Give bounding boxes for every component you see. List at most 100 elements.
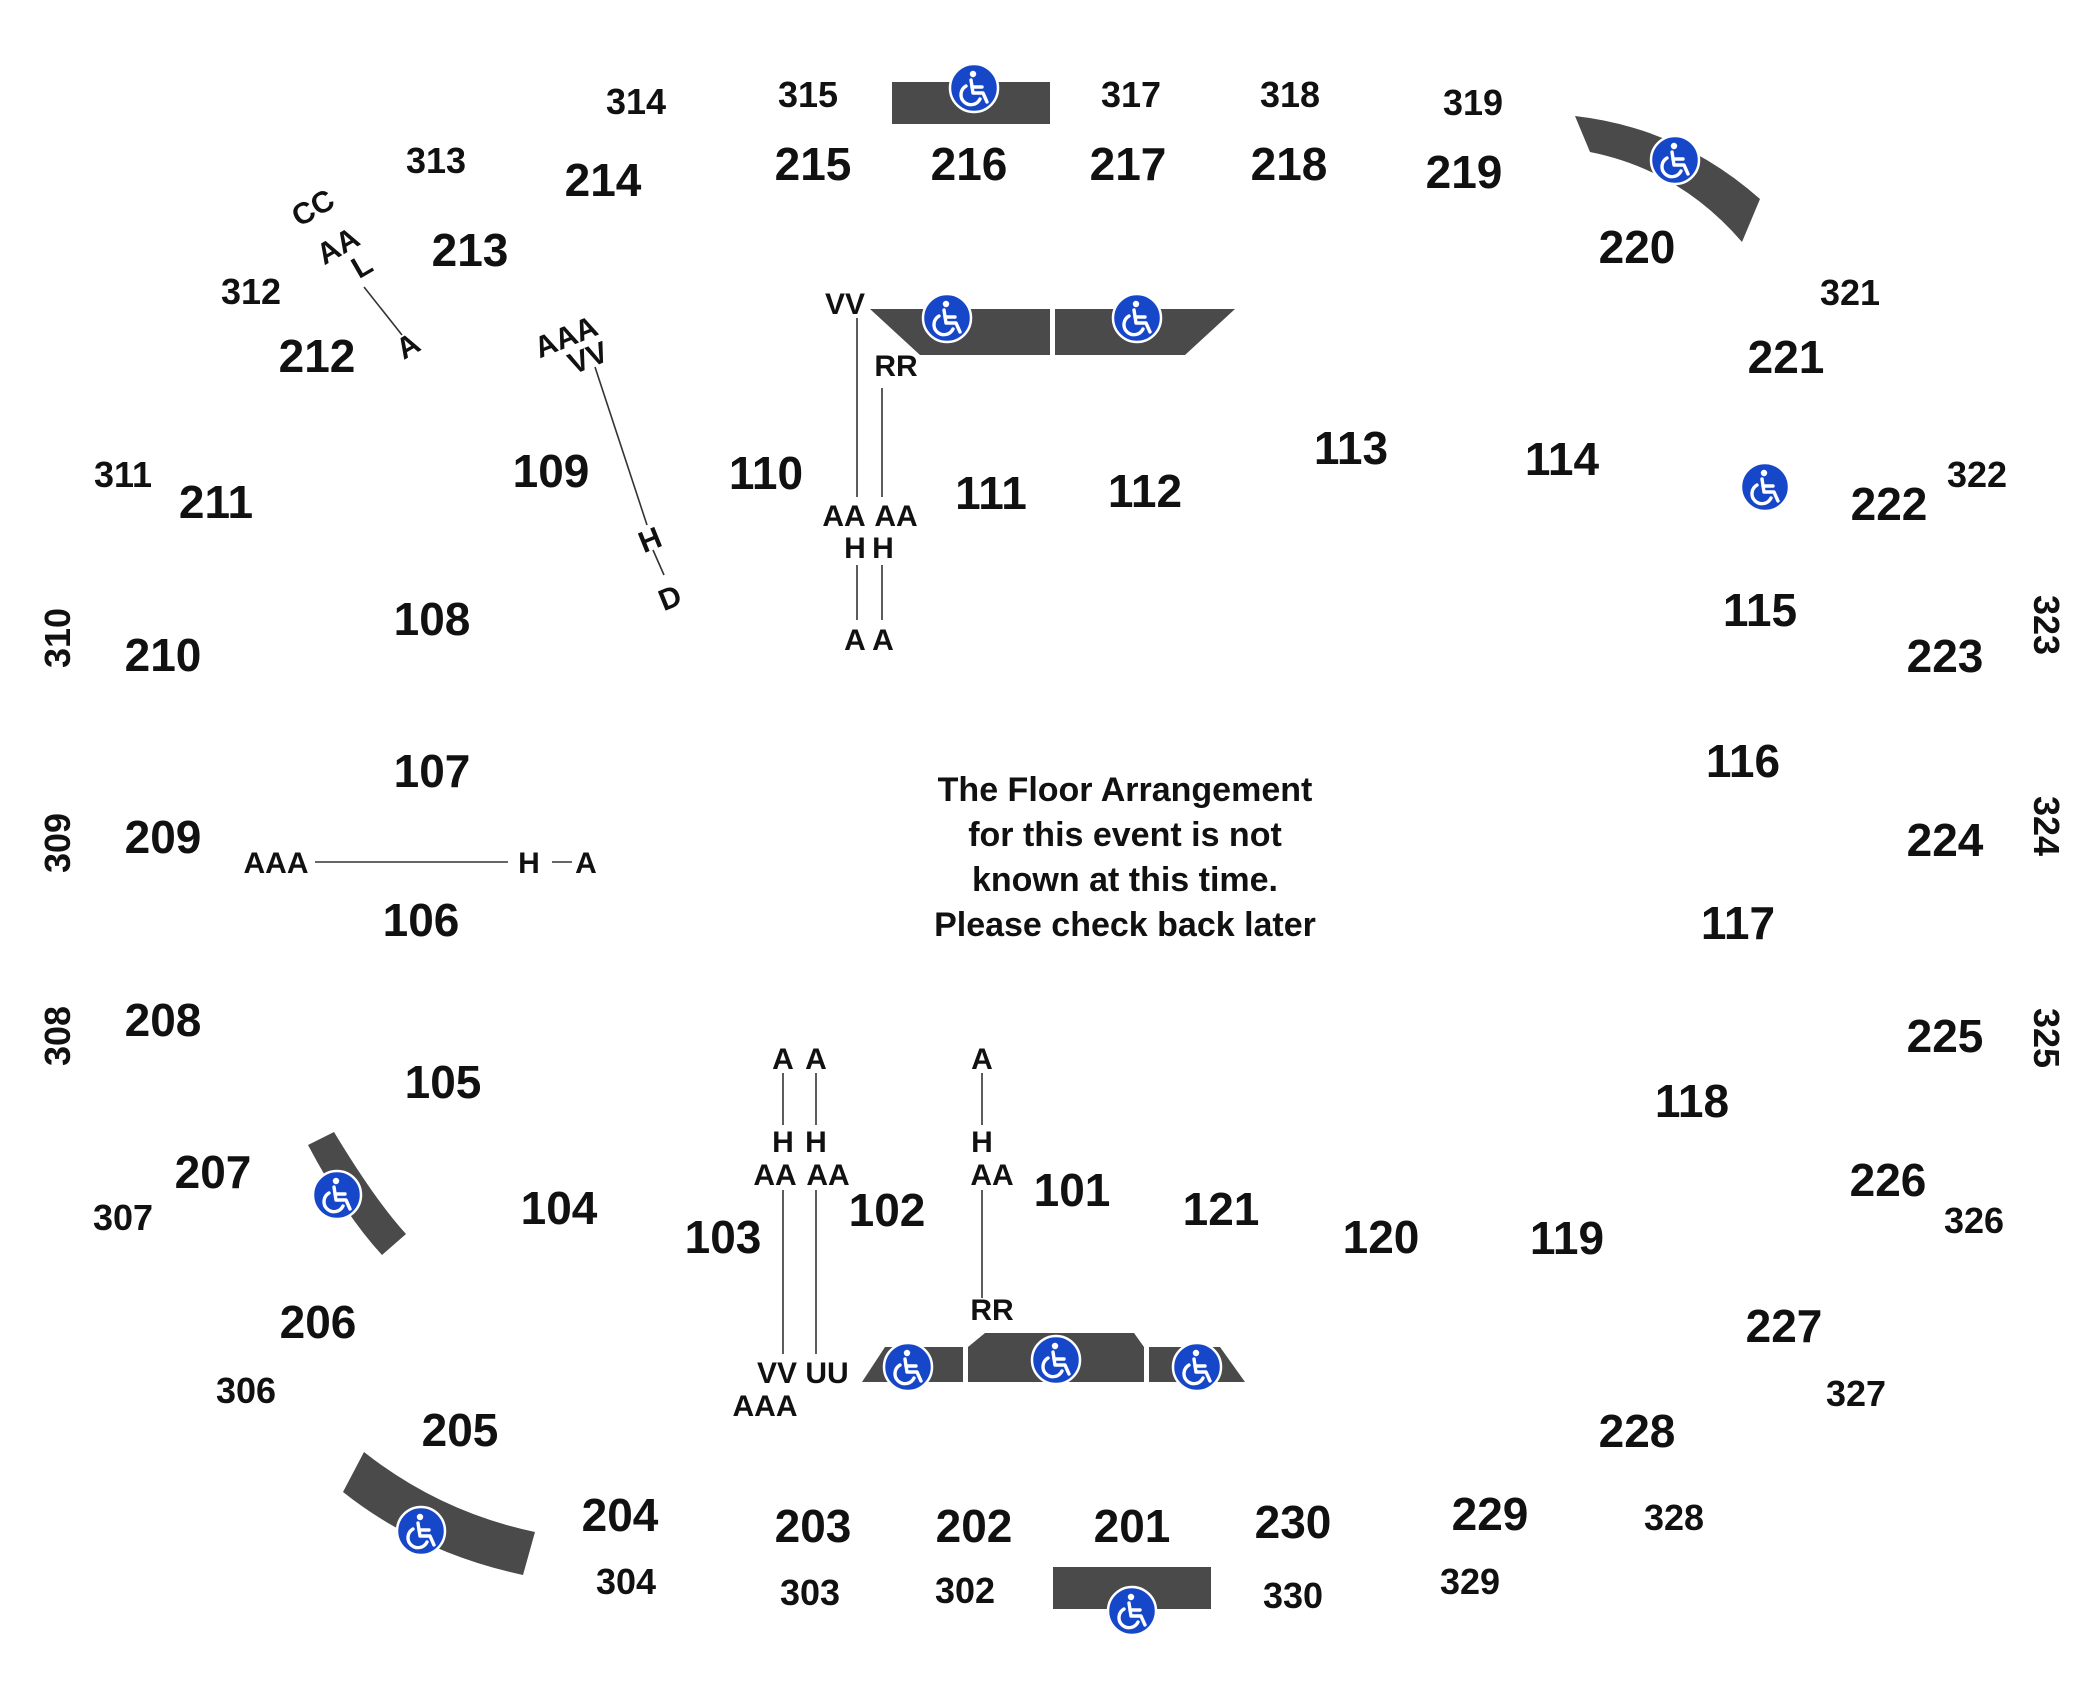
section-208[interactable]: 208: [125, 994, 202, 1046]
section-229[interactable]: 229: [1452, 1488, 1529, 1540]
section-314[interactable]: 314: [606, 81, 666, 122]
section-118[interactable]: 118: [1655, 1075, 1729, 1127]
section-220[interactable]: 220: [1599, 221, 1676, 273]
section-325[interactable]: 325: [2026, 1008, 2067, 1068]
section-205[interactable]: 205: [422, 1404, 499, 1456]
row-label-h: H: [772, 1126, 794, 1159]
section-117[interactable]: 117: [1701, 897, 1775, 949]
section-219[interactable]: 219: [1426, 146, 1503, 198]
section-206[interactable]: 206: [280, 1296, 357, 1348]
row-label-rr: RR: [970, 1294, 1014, 1327]
section-218[interactable]: 218: [1251, 138, 1328, 190]
accessible-platform-201: [1053, 1567, 1211, 1637]
row-label-h: H: [971, 1126, 993, 1159]
section-318[interactable]: 318: [1260, 74, 1320, 115]
section-323[interactable]: 323: [2026, 595, 2067, 655]
section-202[interactable]: 202: [936, 1500, 1013, 1552]
section-107[interactable]: 107: [394, 745, 471, 797]
section-327[interactable]: 327: [1826, 1373, 1886, 1414]
section-326[interactable]: 326: [1944, 1200, 2004, 1241]
section-114[interactable]: 114: [1525, 433, 1600, 485]
section-330[interactable]: 330: [1263, 1575, 1323, 1616]
section-213[interactable]: 213: [432, 224, 509, 276]
section-221[interactable]: 221: [1748, 331, 1825, 383]
wheelchair-icon: [1106, 1585, 1158, 1637]
section-303[interactable]: 303: [780, 1572, 840, 1613]
section-223[interactable]: 223: [1907, 630, 1984, 682]
section-103[interactable]: 103: [685, 1211, 762, 1263]
section-215[interactable]: 215: [775, 138, 852, 190]
accessible-platform-220: [1575, 116, 1760, 242]
section-111[interactable]: 111: [955, 467, 1027, 519]
section-317[interactable]: 317: [1101, 74, 1161, 115]
section-324[interactable]: 324: [2026, 796, 2067, 856]
accessible-platform-207: [308, 1132, 406, 1255]
floor-message-line: The Floor Arrangement: [938, 771, 1313, 809]
section-216[interactable]: 216: [931, 138, 1008, 190]
section-203[interactable]: 203: [775, 1500, 852, 1552]
row-guide-lines: [315, 286, 983, 1354]
section-308[interactable]: 308: [37, 1006, 78, 1066]
section-315[interactable]: 315: [778, 74, 838, 115]
section-312[interactable]: 312: [221, 271, 281, 312]
section-311[interactable]: 311: [94, 454, 152, 495]
section-227[interactable]: 227: [1746, 1300, 1823, 1352]
wheelchair-icon: [1739, 461, 1791, 513]
section-313[interactable]: 313: [406, 140, 466, 181]
section-211[interactable]: 211: [179, 476, 253, 528]
section-306[interactable]: 306: [216, 1370, 276, 1411]
row-label-a: A: [391, 327, 426, 366]
section-110[interactable]: 110: [729, 447, 803, 499]
section-210[interactable]: 210: [125, 629, 202, 681]
row-label-aa: AA: [806, 1159, 849, 1192]
section-109[interactable]: 109: [513, 445, 590, 497]
row-label-h: H: [805, 1126, 827, 1159]
section-101[interactable]: 101: [1034, 1164, 1111, 1216]
section-112[interactable]: 112: [1108, 465, 1182, 517]
row-labels-103: A H AA VV AAA: [733, 1043, 798, 1423]
section-309[interactable]: 309: [37, 813, 78, 873]
section-204[interactable]: 204: [582, 1489, 659, 1541]
wheelchair-icon: [921, 292, 973, 344]
section-105[interactable]: 105: [405, 1056, 482, 1108]
section-106[interactable]: 106: [383, 894, 460, 946]
section-319[interactable]: 319: [1443, 82, 1503, 123]
row-label-a: A: [772, 1043, 794, 1076]
section-302[interactable]: 302: [935, 1570, 995, 1611]
section-108[interactable]: 108: [394, 593, 471, 645]
section-214[interactable]: 214: [565, 154, 642, 206]
section-225[interactable]: 225: [1907, 1010, 1984, 1062]
section-212[interactable]: 212: [279, 330, 356, 382]
section-119[interactable]: 119: [1530, 1212, 1604, 1264]
section-209[interactable]: 209: [125, 811, 202, 863]
section-329[interactable]: 329: [1440, 1561, 1500, 1602]
section-116[interactable]: 116: [1706, 735, 1780, 787]
section-120[interactable]: 120: [1343, 1211, 1420, 1263]
section-115[interactable]: 115: [1723, 584, 1797, 636]
section-304[interactable]: 304: [596, 1561, 656, 1602]
row-label-a: A: [872, 624, 894, 657]
section-226[interactable]: 226: [1850, 1154, 1927, 1206]
section-222[interactable]: 222: [1851, 478, 1928, 530]
section-104[interactable]: 104: [521, 1182, 598, 1234]
section-113[interactable]: 113: [1314, 422, 1388, 474]
section-307[interactable]: 307: [93, 1197, 153, 1238]
row-label-vv: VV: [757, 1357, 797, 1390]
section-121[interactable]: 121: [1183, 1183, 1260, 1235]
wheelchair-icon: [311, 1169, 363, 1221]
section-228[interactable]: 228: [1599, 1405, 1676, 1457]
section-224[interactable]: 224: [1907, 814, 1984, 866]
level-200-sections[interactable]: 201 202 203 204 205 206 207 208 209 210 …: [125, 138, 1984, 1552]
section-230[interactable]: 230: [1255, 1496, 1332, 1548]
level-100-sections[interactable]: 101 102 103 104 105 106 107 108 109 110 …: [383, 422, 1797, 1264]
section-328[interactable]: 328: [1644, 1497, 1704, 1538]
section-102[interactable]: 102: [849, 1184, 926, 1236]
level-300-sections[interactable]: 302 303 304 306 307 308 309 310 311 312 …: [37, 74, 2067, 1616]
section-322[interactable]: 322: [1947, 454, 2007, 495]
section-201[interactable]: 201: [1094, 1500, 1171, 1552]
section-321[interactable]: 321: [1820, 272, 1880, 313]
section-310[interactable]: 310: [37, 608, 78, 668]
section-217[interactable]: 217: [1090, 138, 1167, 190]
section-207[interactable]: 207: [175, 1146, 252, 1198]
wheelchair-icon: [1030, 1334, 1082, 1386]
